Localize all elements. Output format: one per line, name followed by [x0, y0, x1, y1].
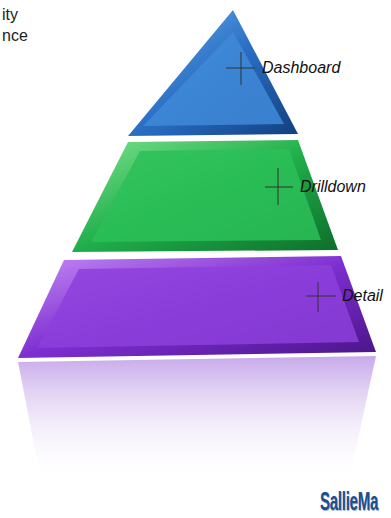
leader-tick	[278, 168, 279, 205]
tier-label: Drilldown	[300, 179, 366, 195]
leader-line	[306, 296, 336, 297]
leader-tick	[241, 52, 242, 85]
tier-label: Detail	[342, 288, 383, 304]
purple-tier	[18, 256, 376, 358]
green-tier	[72, 140, 338, 252]
tier-label: Dashboard	[262, 60, 340, 76]
blue-face	[143, 32, 284, 126]
partial-text: nce	[2, 28, 28, 44]
leader-line	[265, 187, 293, 188]
purple-face	[37, 265, 359, 348]
reflection	[18, 356, 376, 485]
leader-tick	[318, 282, 319, 312]
partial-text: ity	[2, 7, 18, 23]
logo-text: SallieMa	[320, 488, 378, 514]
green-face	[91, 149, 321, 242]
